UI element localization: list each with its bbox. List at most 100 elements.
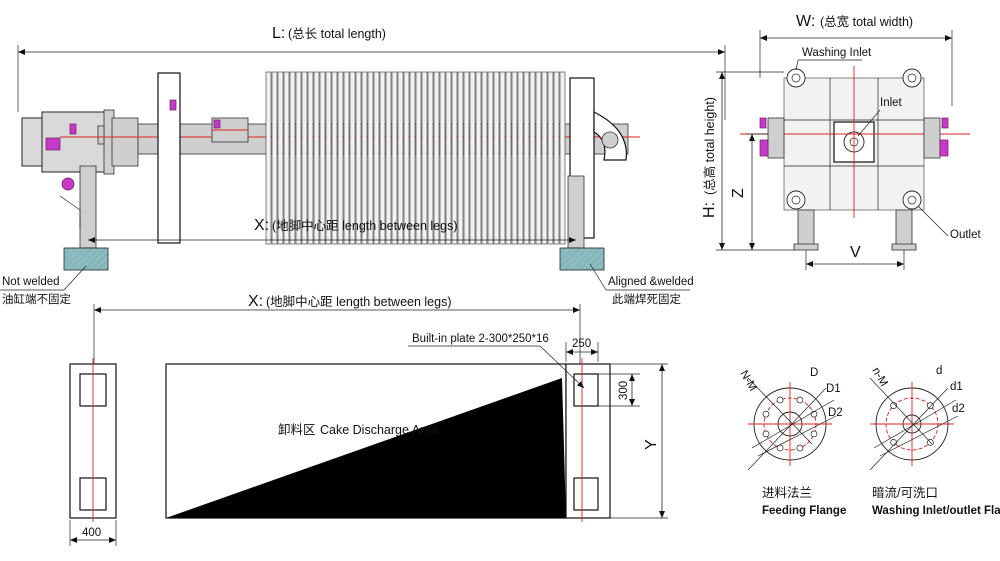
left-note-cn: 油缸端不固定 bbox=[2, 292, 71, 306]
bolt-hole bbox=[762, 410, 770, 418]
filter-plate bbox=[523, 71, 530, 245]
d1-leader bbox=[873, 399, 957, 449]
legs-symbol: X: bbox=[254, 217, 269, 234]
plan-legs-symbol: X: bbox=[248, 293, 263, 310]
v-label: V bbox=[850, 244, 861, 261]
washing-title-en: Washing Inlet/outlet Flange bbox=[872, 505, 1000, 517]
filter-plate bbox=[541, 71, 548, 245]
plan-legs-text: (地脚中心距 length between legs) bbox=[266, 294, 452, 309]
left-fitting-icon bbox=[759, 139, 769, 157]
cylinder-end-cap bbox=[21, 117, 45, 167]
right-note-en: Aligned &welded bbox=[608, 276, 694, 288]
pressure-gauge-icon bbox=[61, 177, 75, 191]
washing-nm-label: n-M bbox=[869, 366, 889, 389]
cake-wedge bbox=[166, 378, 566, 518]
filter-plate bbox=[373, 71, 380, 245]
filter-plate bbox=[415, 71, 422, 245]
end-view: W: (总宽 total width) bbox=[701, 13, 981, 270]
dim-400-label: 400 bbox=[82, 527, 101, 539]
outlet-label: Outlet bbox=[950, 229, 981, 241]
plan-view: X: (地脚中心距 length between legs) 400 卸料区 C… bbox=[69, 293, 668, 546]
d1-leader bbox=[751, 399, 835, 449]
left-foot bbox=[797, 209, 815, 247]
y-label: Y bbox=[643, 439, 660, 450]
builtin-plate-bottom bbox=[573, 477, 599, 511]
filter-plate bbox=[361, 71, 368, 245]
filter-plate bbox=[271, 71, 278, 245]
filter-plate bbox=[385, 71, 392, 245]
legs-text: (地脚中心距 length between legs) bbox=[272, 218, 458, 233]
cake-area-en: Cake Discharge Area bbox=[320, 423, 438, 437]
height-symbol: H: bbox=[701, 202, 718, 218]
filter-plate bbox=[535, 71, 542, 245]
filter-plate bbox=[301, 71, 308, 245]
bolt-hole bbox=[810, 430, 818, 438]
right-beam bbox=[923, 117, 941, 159]
filter-plate bbox=[295, 71, 302, 245]
filter-plate bbox=[265, 71, 272, 245]
nm-leader bbox=[869, 377, 933, 445]
feeding-title-en: Feeding Flange bbox=[762, 505, 846, 517]
nm-leader bbox=[747, 377, 813, 445]
filter-plate bbox=[451, 71, 458, 245]
leg-brace bbox=[59, 195, 81, 228]
washing-d2-label: d2 bbox=[952, 403, 965, 415]
bolt-hole bbox=[890, 402, 897, 409]
feeding-title-cn: 进料法兰 bbox=[762, 486, 812, 500]
washing-flange: n-M d d1 d2 暗流/可洗口 Washing Inlet/outlet … bbox=[869, 365, 1000, 517]
d2-leader bbox=[879, 415, 959, 457]
filter-plate bbox=[505, 71, 512, 245]
filter-plate bbox=[457, 71, 464, 245]
filter-plate bbox=[331, 71, 338, 245]
cake-area-cn: 卸料区 bbox=[278, 422, 316, 437]
filter-plate bbox=[325, 71, 332, 245]
fitting-icon bbox=[169, 99, 177, 111]
d-leader bbox=[747, 387, 827, 471]
filter-plate bbox=[421, 71, 428, 245]
bolt-hole bbox=[796, 396, 804, 404]
feeding-flange: N-M D D1 D2 进料法兰 Feeding Flange bbox=[737, 367, 846, 517]
filter-plate bbox=[391, 71, 398, 245]
bolt-hole bbox=[796, 444, 804, 452]
filter-plate bbox=[475, 71, 482, 245]
filter-plate bbox=[481, 71, 488, 245]
right-note-cn: 此端焊死固定 bbox=[612, 292, 681, 306]
filter-plate bbox=[553, 71, 560, 245]
filter-plate bbox=[379, 71, 386, 245]
flange-hole bbox=[791, 195, 801, 205]
washing-inlet-label: Washing Inlet bbox=[802, 47, 872, 59]
feeding-flange-bolt-holes bbox=[762, 396, 818, 452]
inlet-label: Inlet bbox=[880, 97, 903, 109]
dim-250-label: 250 bbox=[572, 338, 591, 350]
filter-plate bbox=[409, 71, 416, 245]
washing-d-label: d bbox=[936, 365, 942, 377]
leader-line bbox=[857, 109, 881, 137]
right-fitting-icon bbox=[939, 139, 949, 157]
right-leg bbox=[567, 175, 585, 249]
filter-plate bbox=[283, 71, 290, 245]
washing-title-cn: 暗流/可洗口 bbox=[872, 485, 938, 500]
builtin-plate-label: Built-in plate 2-300*250*16 bbox=[412, 333, 549, 345]
left-note-en: Not welded bbox=[2, 276, 60, 288]
pulley-icon bbox=[601, 131, 619, 149]
right-small-fitting-icon bbox=[941, 117, 949, 129]
trolley-fitting-icon bbox=[213, 119, 221, 129]
filter-plate bbox=[343, 71, 350, 245]
width-symbol: W: bbox=[796, 13, 815, 30]
filter-plate bbox=[319, 71, 326, 245]
bolt-hole bbox=[762, 430, 770, 438]
filter-plate bbox=[289, 71, 296, 245]
right-footing-hatch bbox=[560, 248, 604, 270]
leader-line bbox=[63, 265, 87, 291]
filter-plate bbox=[427, 71, 434, 245]
cylinder-mount bbox=[111, 117, 139, 167]
filter-plate bbox=[367, 71, 374, 245]
filter-plate bbox=[511, 71, 518, 245]
filter-plate bbox=[469, 71, 476, 245]
filter-plate bbox=[547, 71, 554, 245]
bolt-hole bbox=[890, 439, 897, 446]
filter-plate bbox=[559, 71, 566, 245]
filter-plate bbox=[355, 71, 362, 245]
filter-plate bbox=[397, 71, 404, 245]
filter-plate bbox=[463, 71, 470, 245]
